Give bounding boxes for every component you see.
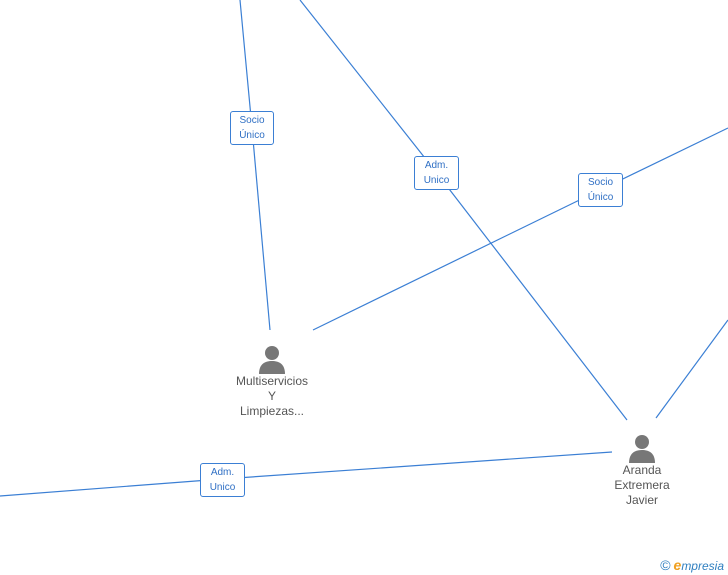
edge-label-line: Adm.	[210, 467, 235, 478]
edge-line-e4b	[221, 451, 613, 480]
edge-label-line: Unico	[209, 482, 236, 493]
edge-line-e6	[655, 319, 728, 419]
edge-line-e2	[299, 0, 437, 173]
node-name-line: Y	[267, 389, 276, 403]
node-name-line: Limpiezas...	[239, 404, 305, 418]
edge-label-line: Adm.	[424, 160, 449, 171]
copyright-icon: ©	[660, 557, 671, 573]
node-name-line: Aranda	[622, 463, 662, 477]
brand-rest: mpresia	[681, 559, 724, 573]
edge-line-e1	[239, 0, 253, 129]
edge-label-line: Único	[239, 130, 265, 141]
edge-label-line: Único	[587, 192, 614, 203]
edge-line-e3b	[312, 189, 601, 331]
edge-line-e2b	[435, 171, 628, 421]
edge-label-line: Unico	[423, 175, 450, 186]
node-name-line: Extremera	[614, 478, 670, 492]
brand-logo: © empresia	[660, 557, 724, 573]
edge-label-adm-unico-2[interactable]: Adm. Unico	[200, 463, 245, 497]
node-name-line: Javier	[625, 493, 658, 507]
edge-label-adm-unico-1[interactable]: Adm. Unico	[414, 156, 459, 190]
edge-label-line: Socio	[587, 177, 613, 188]
edge-label-line: Socio	[239, 115, 265, 126]
edge-line-e1b	[251, 127, 271, 331]
brand-initial: e	[673, 557, 682, 573]
person-icon	[629, 435, 655, 463]
node-name-line: Multiservicios	[235, 374, 308, 388]
person-icon	[259, 346, 285, 374]
brand-wordmark: empresia	[674, 557, 724, 573]
edge-line-e4	[0, 478, 223, 497]
